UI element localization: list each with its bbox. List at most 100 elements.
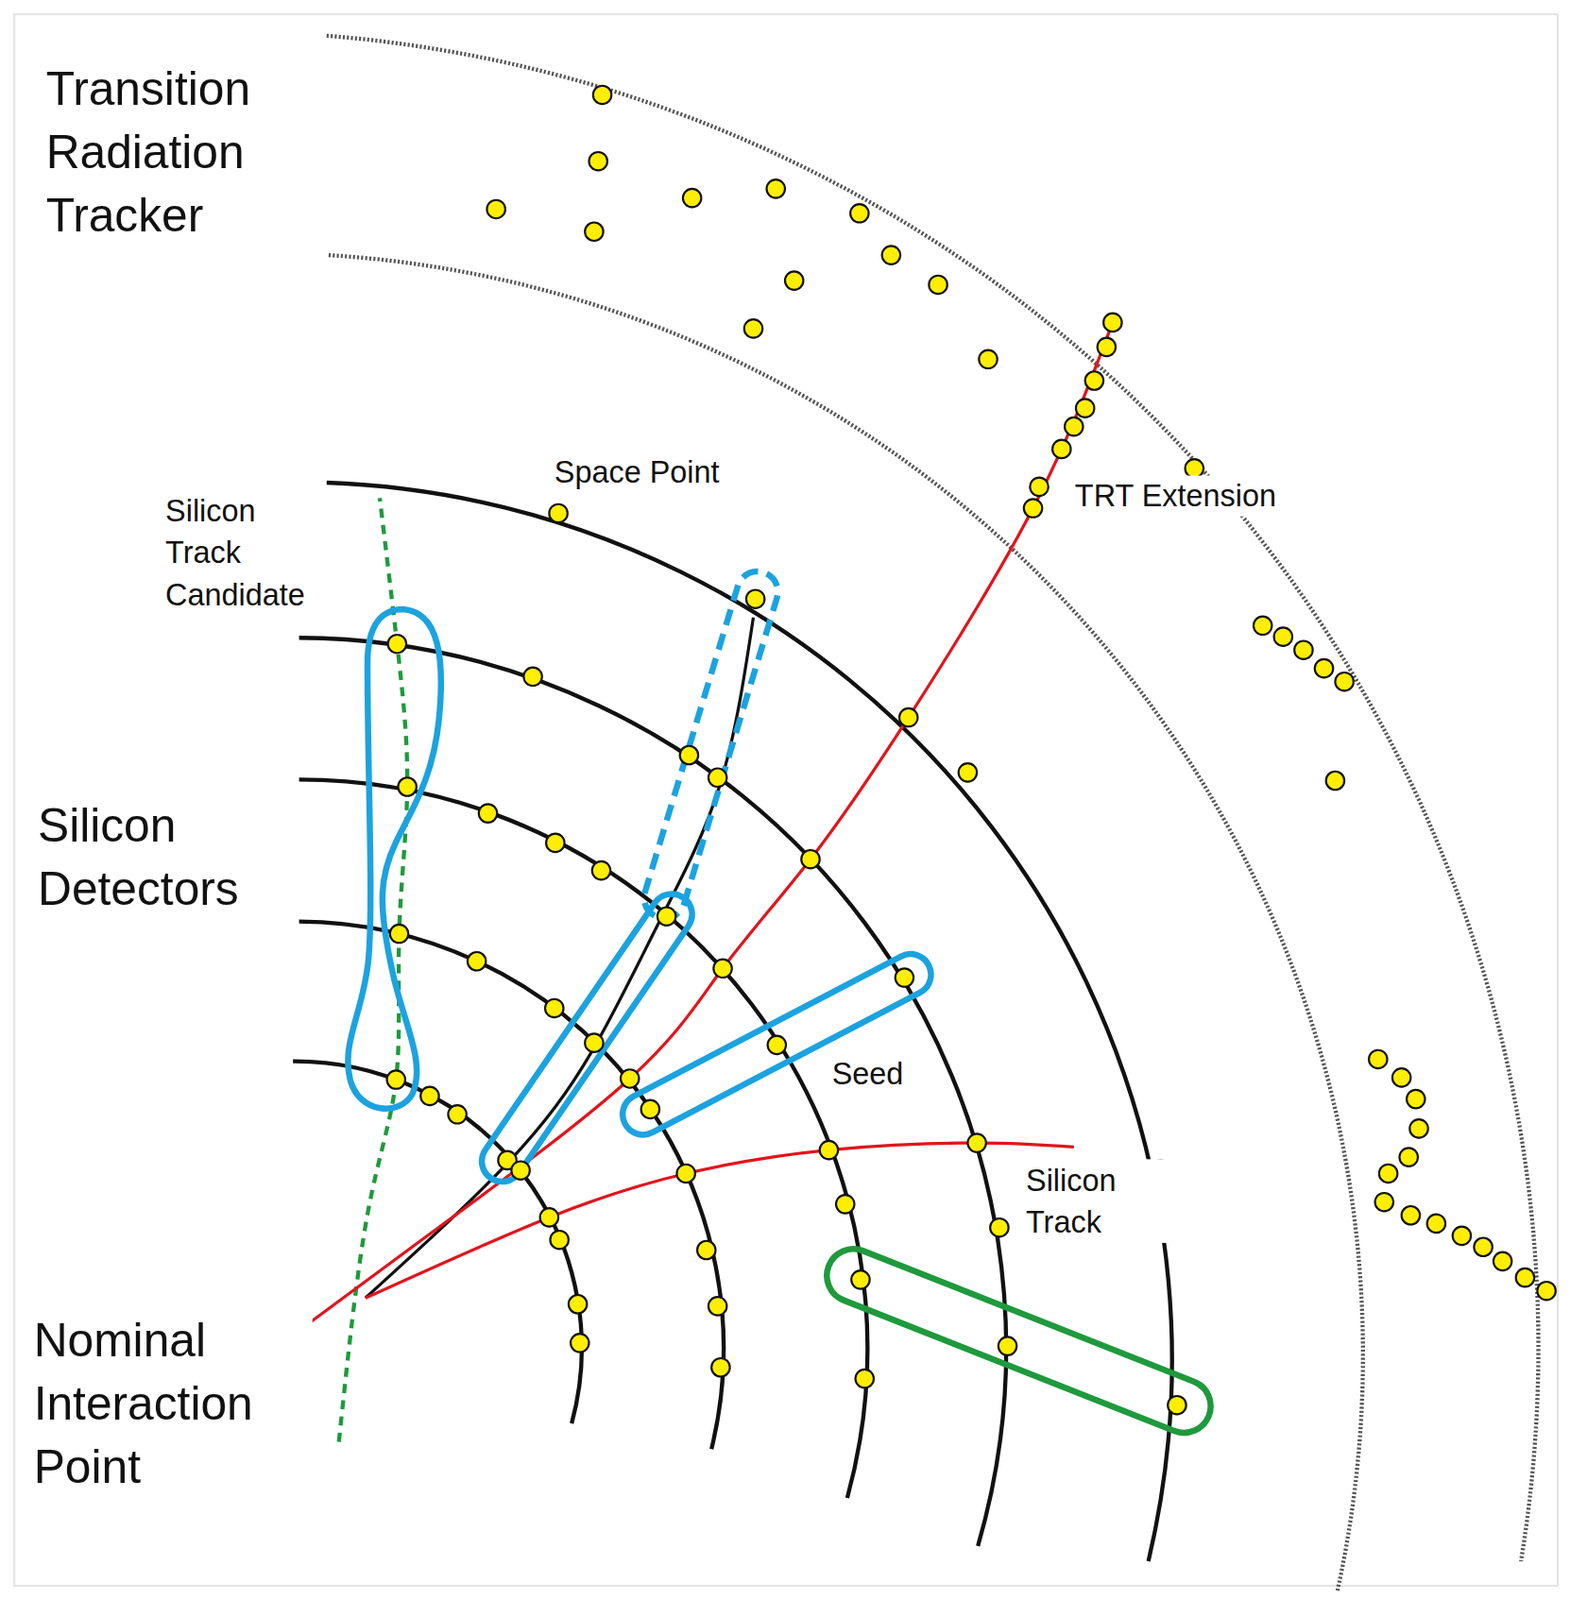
space-point-dot [851, 1270, 870, 1289]
space-point-dot [928, 275, 947, 294]
space-point-dot [785, 271, 803, 290]
space-point-dot [1064, 417, 1083, 436]
space-point-dot [1334, 672, 1353, 691]
candidate-line [339, 497, 408, 1442]
trt-extended-track [244, 322, 1113, 1371]
space-point-dot [1294, 640, 1313, 659]
space-point-dot [545, 999, 564, 1018]
callout-label: Space Point [551, 452, 723, 494]
space-point-dot [895, 968, 914, 987]
space-point-dot [1052, 440, 1071, 459]
space-point-dot [744, 319, 763, 338]
space-point-dot [641, 1100, 660, 1119]
space-point-dot [1314, 659, 1333, 678]
space-point-dot [767, 1036, 786, 1055]
space-point-dot [570, 1333, 589, 1352]
space-point-dot [713, 959, 732, 978]
space-point-dot [420, 1087, 439, 1106]
space-point-dot [1097, 338, 1116, 357]
trt-boundary [326, 35, 1539, 1562]
space-point-dot [1326, 771, 1345, 790]
space-point-dot [819, 1141, 838, 1160]
extension-loop [644, 571, 779, 919]
trt-boundary [328, 255, 1364, 1592]
space-point-dot [850, 204, 869, 222]
space-point-dot [1427, 1214, 1446, 1233]
space-point-dot [467, 952, 486, 971]
space-point-dot [1274, 627, 1293, 646]
space-point-dot [882, 245, 901, 264]
silicon-layer [326, 482, 1173, 1562]
space-point-dot [1399, 1147, 1418, 1166]
space-point-dot [478, 803, 497, 822]
space-point-dot [1029, 477, 1048, 496]
space-point-dot [1493, 1252, 1512, 1271]
space-point-dot [708, 1296, 727, 1315]
space-point-dot [540, 1208, 559, 1227]
seed-loop [622, 954, 931, 1135]
detector-label: Nominal Interaction Point [30, 1308, 312, 1499]
space-point-dot [1409, 1119, 1428, 1138]
space-point-dot [1375, 1193, 1394, 1212]
space-point-dot [390, 924, 409, 943]
space-point-dot [967, 1133, 986, 1152]
space-point-dot [711, 1358, 730, 1377]
space-point-dot [549, 1230, 568, 1249]
space-point-dot [1023, 498, 1042, 517]
space-point-dot [1085, 371, 1104, 390]
space-point-dot [1406, 1090, 1425, 1109]
space-point-dot [978, 350, 997, 369]
callout-label: Silicon Track [1023, 1159, 1183, 1244]
seed-loop [481, 893, 693, 1182]
silicon-layer [299, 637, 1007, 1547]
space-point-dot [1167, 1396, 1186, 1415]
space-point-dot [767, 179, 785, 198]
space-point-dot [676, 1164, 695, 1183]
space-point-dot [620, 1069, 639, 1088]
callout-label: Silicon Track Candidate [162, 490, 338, 616]
space-point-dot [899, 708, 918, 727]
space-point-dot [682, 188, 701, 207]
space-point-dot [746, 589, 765, 608]
space-point-dot [1379, 1164, 1398, 1183]
space-point-dot [1392, 1068, 1411, 1087]
candidate-loop [347, 609, 442, 1110]
space-point-dot [1103, 313, 1122, 332]
space-point-dot [447, 1105, 466, 1124]
space-point-dot [589, 152, 608, 171]
space-point-dot [523, 667, 542, 686]
space-point-dot [592, 861, 611, 880]
silicon-track [365, 1143, 1075, 1298]
space-point-dot [388, 634, 407, 653]
frame [14, 14, 1558, 1587]
space-point-dot [548, 504, 567, 523]
space-point-dot [1452, 1227, 1471, 1246]
space-point-dot [855, 1369, 874, 1388]
space-point-dot [657, 906, 676, 925]
space-point-dot [697, 1241, 716, 1260]
space-point-dot [1473, 1238, 1492, 1257]
space-point-dot [387, 1070, 406, 1089]
space-point-dot [1368, 1050, 1387, 1069]
space-point-dot [568, 1295, 587, 1314]
space-point-dot [958, 763, 977, 782]
space-point-dot [998, 1336, 1017, 1355]
space-point-dot [584, 222, 603, 241]
space-point-dot [680, 746, 699, 765]
space-point-dot [1516, 1268, 1535, 1287]
space-point-dot [1401, 1206, 1420, 1225]
space-point-dot [486, 200, 505, 219]
space-point-dot [836, 1194, 854, 1213]
space-point-dot [1075, 398, 1094, 417]
space-point-dot [801, 850, 820, 869]
space-point-dot [593, 85, 612, 104]
space-point-dot [1253, 616, 1272, 635]
silicon-layer [292, 1061, 582, 1425]
space-point-dot [708, 768, 727, 787]
track-loop [826, 1248, 1211, 1433]
space-point-dot [584, 1033, 603, 1052]
space-point-dot [989, 1218, 1008, 1237]
detector-label: Transition Radiation Tracker [42, 57, 305, 248]
space-point-dot [546, 834, 564, 853]
